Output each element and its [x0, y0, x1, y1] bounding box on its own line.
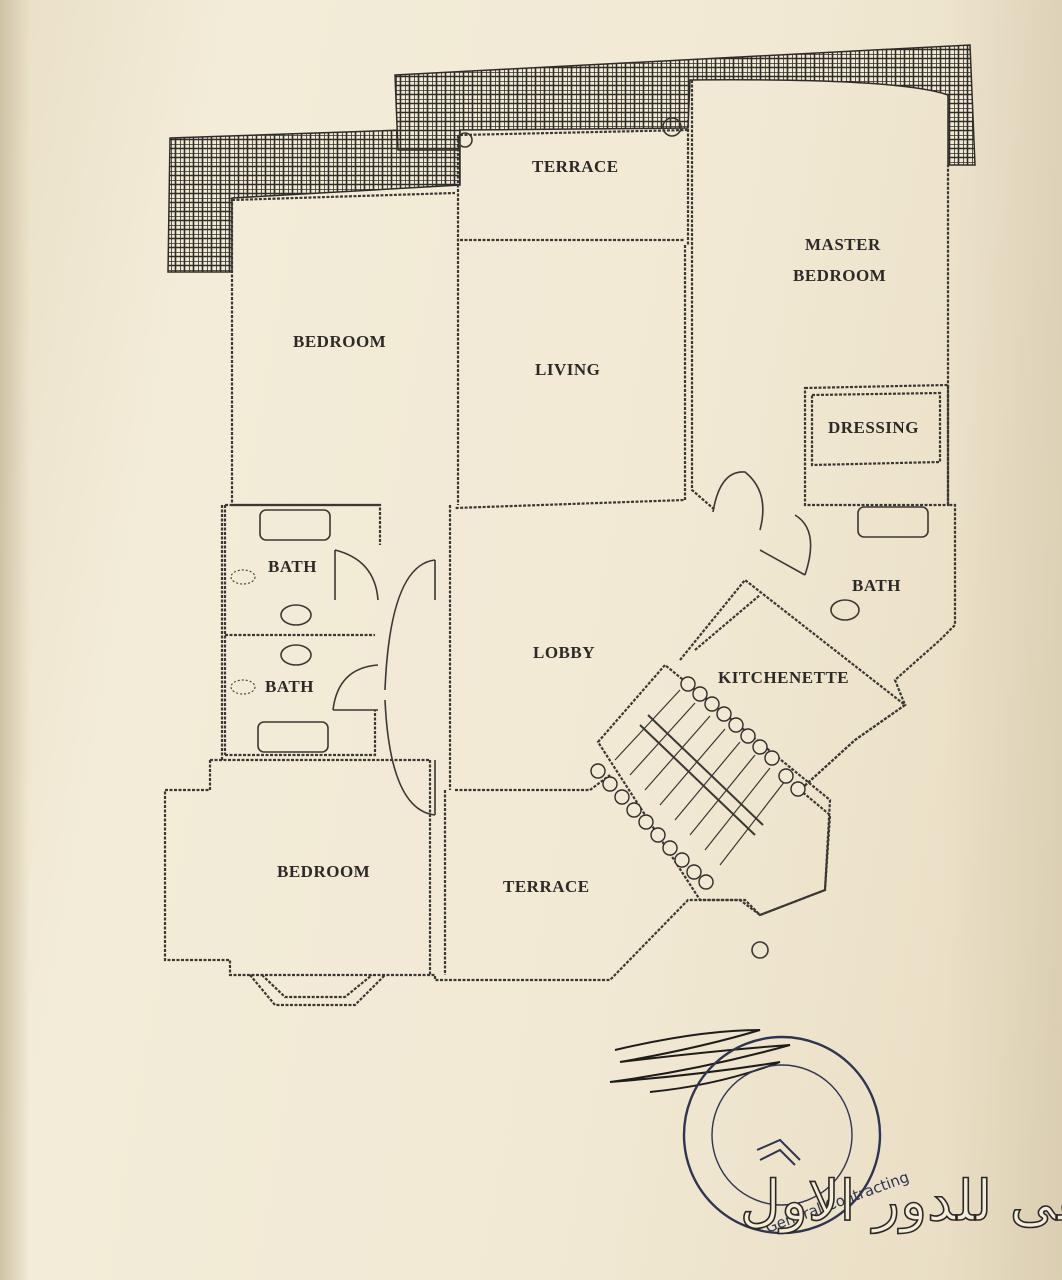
toilet-lower	[230, 679, 256, 695]
label-bath-right: BATH	[852, 576, 901, 595]
signature-scribble	[609, 1029, 791, 1093]
label-terrace-bottom: TERRACE	[503, 877, 590, 896]
wall-terrace-bottom	[455, 774, 611, 792]
wall-dressing	[803, 383, 950, 507]
door-swing-bath-upper	[334, 549, 379, 601]
column-top-left	[457, 132, 473, 148]
balcony-tiles-top	[394, 44, 976, 166]
label-lobby: LOBBY	[533, 643, 595, 662]
wall-bedroom-top	[223, 191, 456, 755]
page-edge-left	[0, 0, 30, 1280]
wall-bedroom-bottom	[210, 758, 432, 975]
bay-window	[249, 974, 386, 1007]
column-top	[662, 117, 682, 137]
bathtub-right	[857, 506, 929, 538]
sink-upper	[280, 604, 312, 626]
wall-lobby-west	[443, 135, 460, 975]
column-marker	[751, 941, 769, 959]
label-living: LIVING	[535, 360, 600, 379]
door-swing-master	[712, 471, 764, 531]
page-edge-right	[942, 0, 1062, 1280]
plan-caption: مسقط افقى للدور الاول	[740, 1169, 1062, 1234]
sink-lower	[280, 644, 312, 666]
bathtub-upper	[259, 509, 331, 541]
toilet-upper	[230, 569, 256, 585]
label-bath-upper: BATH	[268, 557, 317, 576]
label-bedroom-top: BEDROOM	[293, 332, 386, 351]
label-master-line1: MASTER	[805, 235, 881, 254]
label-dressing: DRESSING	[828, 418, 919, 437]
door-swing-bath-lower	[332, 664, 379, 711]
label-bedroom-bottom: BEDROOM	[277, 862, 370, 881]
stair-balusters	[590, 676, 806, 890]
stair-treads	[614, 689, 786, 866]
label-bath-lower: BATH	[265, 677, 314, 696]
label-master-line2: BEDROOM	[793, 266, 886, 285]
sink-right	[830, 599, 860, 621]
wall-kitchenette	[679, 578, 907, 791]
outer-wall	[163, 165, 957, 982]
wall-living-east	[454, 120, 690, 510]
door-swing-bath-right	[759, 514, 812, 576]
label-terrace-top: TERRACE	[532, 157, 619, 176]
bathtub-lower	[257, 721, 329, 753]
wall-terrace-top	[459, 128, 689, 242]
label-kitchenette: KITCHENETTE	[718, 668, 849, 687]
door-swing-corridor	[384, 559, 436, 816]
wall-master	[690, 80, 716, 511]
wall-baths	[225, 503, 382, 757]
